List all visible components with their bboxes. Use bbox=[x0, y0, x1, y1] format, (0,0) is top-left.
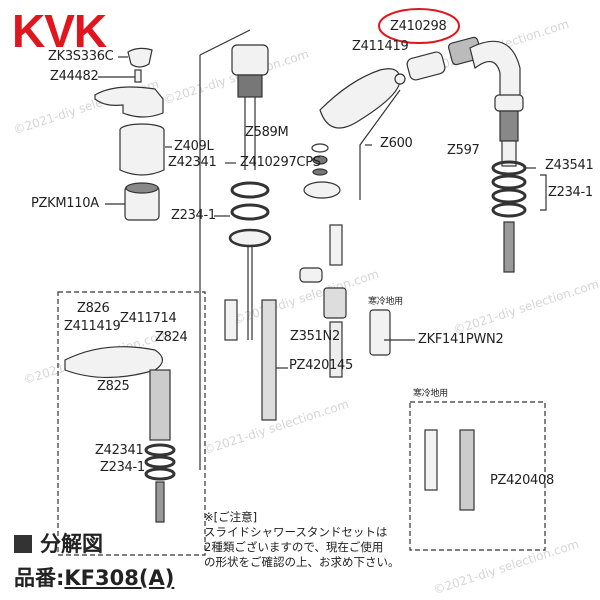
part-label-z825: Z825 bbox=[97, 379, 130, 394]
part-label-z234-1-right: Z234-1 bbox=[548, 185, 593, 200]
model-number: 品番:KF308(A) bbox=[14, 562, 174, 592]
model-label: 品番: bbox=[14, 566, 65, 590]
part-label-z589m: Z589M bbox=[245, 125, 289, 140]
part-label-z410297cps: Z410297CPS bbox=[240, 155, 321, 170]
note-line: の形状をご確認の上、お求め下さい。 bbox=[204, 555, 400, 569]
part-label-z44482: Z44482 bbox=[50, 69, 99, 84]
check-valve-part bbox=[299, 267, 323, 283]
cold-region-label: 寒冷地用 bbox=[368, 297, 403, 307]
part-label-zk3s336c: ZK3S336C bbox=[48, 49, 114, 64]
part-label-pz420145: PZ420145 bbox=[289, 358, 353, 373]
part-label-z411419: Z411419 bbox=[352, 39, 409, 54]
part-label-z600: Z600 bbox=[380, 136, 413, 151]
diagram-title: 分解図 bbox=[14, 528, 103, 558]
model-number-value: KF308(A) bbox=[64, 566, 175, 590]
connector-part bbox=[406, 51, 446, 81]
spout-top-part bbox=[231, 44, 269, 76]
part-label-z409l: Z409L bbox=[174, 139, 214, 154]
cold-region-label-2: 寒冷地用 bbox=[413, 389, 448, 399]
cold-valve-part bbox=[369, 309, 391, 356]
part-label-z234-1: Z234-1 bbox=[171, 208, 216, 223]
part-label-z351n2: Z351N2 bbox=[290, 329, 340, 344]
title-text: 分解図 bbox=[40, 532, 103, 556]
part-label-z411714: Z411714 bbox=[120, 311, 177, 326]
part-label-z42341-alt: Z42341 bbox=[95, 443, 144, 458]
part-label-zkf141pwn2: ZKF141PWN2 bbox=[418, 332, 504, 347]
handle-cap-part bbox=[127, 47, 153, 68]
part-label-z234-1-alt: Z234-1 bbox=[100, 460, 145, 475]
part-label-pz420408: PZ420408 bbox=[490, 473, 554, 488]
part-label-z410298: Z410298 bbox=[390, 19, 447, 34]
highlight-circle bbox=[378, 8, 460, 44]
square-bullet-icon bbox=[14, 535, 32, 553]
spout-hose-part bbox=[469, 40, 521, 99]
shower-head-part bbox=[319, 68, 401, 129]
alt-set-box bbox=[57, 291, 206, 556]
part-label-z411419-alt: Z411419 bbox=[64, 319, 121, 334]
part-label-z597: Z597 bbox=[447, 143, 480, 158]
kvk-logo: KVK bbox=[12, 5, 107, 57]
part-label-z43541: Z43541 bbox=[545, 158, 594, 173]
note-line: 2種類ございますので、現在ご使用 bbox=[204, 540, 384, 554]
part-label-z826: Z826 bbox=[77, 301, 110, 316]
part-label-pzkm110a: PZKM110A bbox=[31, 196, 99, 211]
screw-part bbox=[134, 69, 142, 83]
part-label-z824: Z824 bbox=[155, 330, 188, 345]
cover-part bbox=[119, 130, 165, 176]
note-line: スライドシャワースタンドセットは bbox=[204, 525, 388, 539]
part-label-z42341: Z42341 bbox=[168, 155, 217, 170]
lever-part bbox=[94, 86, 164, 118]
cold-region-box bbox=[409, 401, 546, 551]
caution-note: ※[ご注意] スライドシャワースタンドセットは 2種類ございますので、現在ご使用… bbox=[204, 510, 400, 570]
note-heading: ※[ご注意] bbox=[204, 510, 258, 524]
